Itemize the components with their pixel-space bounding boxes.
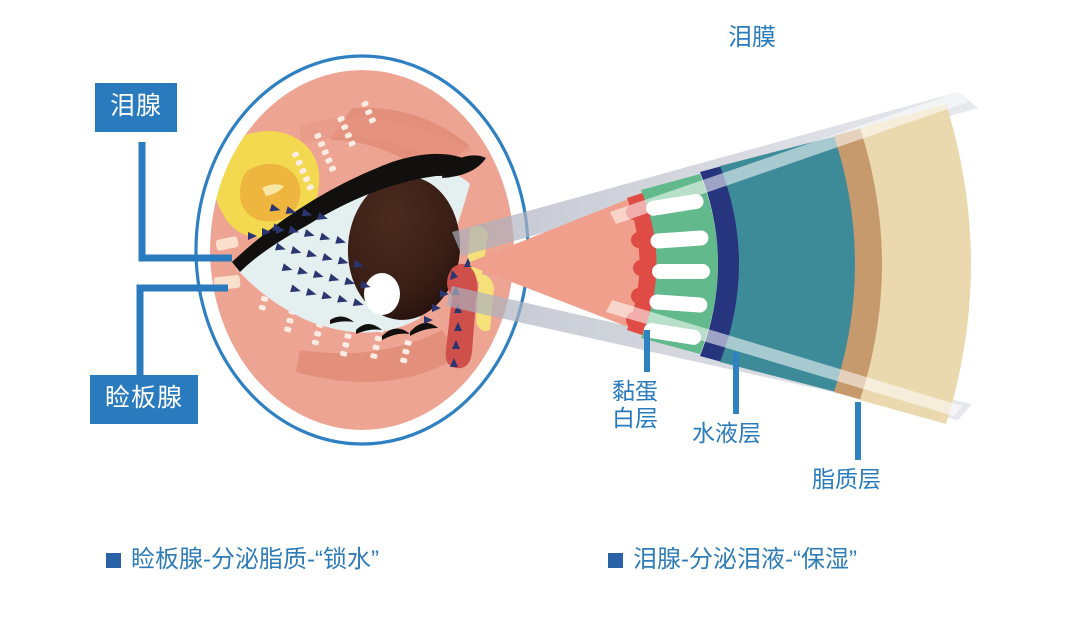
- layer-label-aqueous-text: 水液层: [692, 420, 761, 446]
- caption-meibomian-text: 睑板腺-分泌脂质-“锁水”: [131, 546, 379, 573]
- layer-label-aqueous: 水液层: [692, 420, 761, 447]
- callout-badge-meibomian-gland[interactable]: 睑板腺: [90, 375, 199, 424]
- callout-label-meibomian-gland: 睑板腺: [105, 384, 184, 412]
- layer-label-mucin: 黏蛋 白层: [612, 378, 658, 432]
- caption-lacrimal: 泪腺-分泌泪液-“保湿”: [608, 548, 857, 572]
- leader-meibomian: [136, 284, 228, 378]
- caption-bullet-square: [106, 552, 121, 568]
- navy-band: [700, 166, 741, 362]
- microvilli-fingers: [643, 194, 710, 345]
- iris-flow-arrows: [424, 290, 449, 324]
- corneal-tissue-wedge: [470, 196, 648, 330]
- caption-lacrimal-text: 泪腺-分泌泪液-“保湿”: [633, 546, 857, 573]
- tan-band: [834, 128, 884, 400]
- callout-leader-lines: [136, 142, 232, 378]
- iris-highlight: [364, 273, 400, 315]
- meibomian-dashes-upper: [291, 100, 376, 191]
- callout-badge-lacrimal-gland[interactable]: 泪腺: [95, 83, 178, 132]
- tear-film-title-text: 泪膜: [728, 24, 776, 51]
- layer-label-lipid: 脂质层: [812, 466, 881, 493]
- layer-label-mucin-line2: 白层: [612, 405, 658, 432]
- lower-lid-crease: [296, 330, 460, 382]
- layer-label-lipid-text: 脂质层: [812, 466, 881, 492]
- tear-film-title: 泪膜: [728, 24, 776, 52]
- aqueous-layer-band: [720, 136, 857, 392]
- caption-bullet-square: [608, 552, 623, 568]
- leader-lacrimal: [138, 142, 232, 262]
- lower-lashes: [330, 316, 438, 340]
- callout-label-lacrimal-gland: 泪腺: [110, 92, 163, 120]
- lipid-layer-band: [860, 104, 971, 424]
- tear-flow-arrows: [248, 203, 371, 306]
- tear-film-cross-section: [470, 104, 971, 424]
- caption-meibomian: 睑板腺-分泌脂质-“锁水”: [106, 548, 379, 572]
- tear-film-bracket: [616, 56, 880, 214]
- layer-tick-marks: [644, 330, 861, 460]
- layer-label-mucin-line1: 黏蛋: [612, 378, 658, 404]
